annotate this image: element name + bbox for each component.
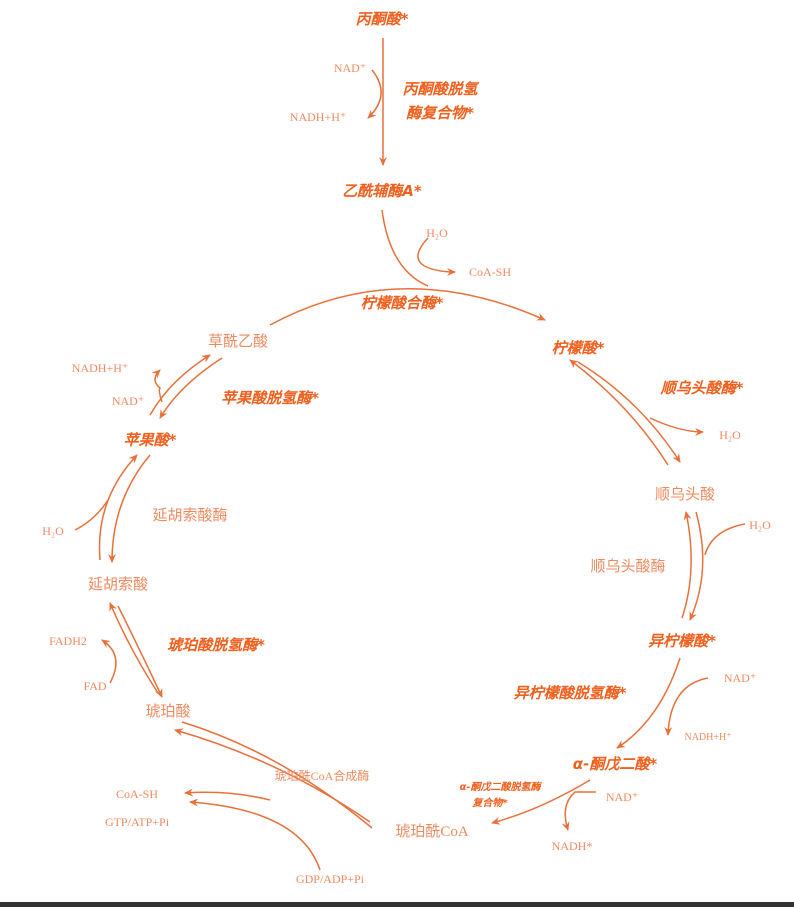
metabolite-acetyl-coa: 乙酰辅酶A* [342, 182, 422, 200]
arrow-fad-to-fadh2 [101, 639, 117, 684]
cofactor-h2o-2: H₂O [719, 428, 741, 442]
cofactor-h2o-3: H₂O [42, 524, 64, 538]
enzyme-akgdh-line2: 复合物* [471, 797, 508, 809]
arrow-oxaloacetate-to-malate [159, 357, 223, 419]
arrow-succinylcoa-to-succinate [174, 728, 371, 823]
arrow-nad-to-nadh-1 [367, 69, 382, 119]
arrow-cisaconitate-to-isocitrate [689, 511, 704, 621]
cofactor-gdp: GDP/ADP+Pi [296, 872, 365, 886]
enzyme-pdh-line2: 酶复合物* [406, 104, 474, 122]
arrow-h2o-in-4 [704, 523, 746, 556]
arrow-akg-to-succinylcoa [491, 779, 591, 825]
arrow-malate-to-fumarate [108, 454, 151, 563]
arrow-fumarate-to-malate [98, 454, 138, 561]
metabolite-succinate: 琥珀酸 [145, 703, 190, 720]
metabolite-alpha-ketoglutarate: α-酮戊二酸* [573, 755, 658, 773]
arrows [74, 38, 746, 871]
arrow-malate-to-oxaloacetate [149, 354, 211, 416]
metabolite-citrate: 柠檬酸* [552, 339, 605, 357]
arrow-acetylcoa-into-cycle [381, 209, 429, 287]
cofactor-nadh-2: NADH+H⁺ [72, 361, 128, 375]
arrow-nad-to-nadh-2 [151, 369, 163, 403]
arrow-succinate-to-succinylcoa [181, 721, 373, 829]
metabolite-oxaloacetate: 草酰乙酸 [208, 333, 268, 350]
metabolite-pyruvate: 丙酮酸* [356, 10, 409, 28]
cofactor-coash-1: CoA-SH [469, 265, 511, 279]
cofactor-nadh-1: NADH+H⁺ [290, 110, 346, 124]
cofactor-nad-1: NAD⁺ [334, 61, 366, 75]
enzyme-fumarase: 延胡索酸酶 [152, 507, 227, 524]
enzyme-malate-dehydrogenase: 苹果酸脱氢酶* [221, 389, 319, 407]
cofactor-nadh-4: NADH* [552, 839, 593, 853]
enzyme-pdh-line1: 丙酮酸脱氢 [402, 80, 479, 98]
arrow-cisaconitate-to-citrate [569, 359, 669, 466]
arrow-nad-to-nadh-3 [664, 677, 709, 736]
arrow-h2o-out-2 [649, 417, 704, 436]
cofactor-nad-3: NAD⁺ [724, 671, 756, 685]
metabolite-isocitrate: 异柠檬酸* [648, 632, 716, 650]
cofactor-gtp: GTP/ATP+Pi [105, 815, 170, 829]
enzyme-succinyl-coa-synthetase: 琥珀酰CoA合成酶 [275, 768, 370, 783]
cofactor-fad: FAD [83, 679, 106, 693]
enzyme-citrate-synthase: 柠檬酸合酶* [361, 294, 444, 312]
cofactor-nad-4: NAD⁺ [606, 790, 638, 804]
cofactor-fadh2: FADH2 [49, 634, 87, 648]
metabolite-malate: 苹果酸* [124, 431, 177, 449]
cofactor-coash-2: CoA-SH [116, 787, 158, 801]
cofactor-nadh-3: NADH+H⁺ [684, 732, 731, 743]
bottom-border [0, 902, 794, 907]
arrow-gdp-to-gtp [189, 798, 321, 871]
arrow-isocitrate-to-cisaconitate [681, 511, 692, 619]
enzyme-aconitase-1: 顺乌头酸酶* [660, 379, 744, 397]
arrow-h2o-to-coash [417, 237, 456, 276]
labels: 丙酮酸* NAD⁺ 丙酮酸脱氢 酶复合物* NADH+H⁺ 乙酰辅酶A* H₂O… [42, 10, 771, 886]
metabolite-cis-aconitate: 顺乌头酸 [655, 486, 715, 503]
cofactor-h2o-4: H₂O [749, 518, 771, 532]
enzyme-succinate-dehydrogenase: 琥珀酸脱氢酶* [167, 636, 265, 654]
cofactor-h2o-1: H₂O [426, 226, 448, 240]
enzyme-akgdh-line1: α-酮戊二酸脱氢酶 [459, 781, 542, 793]
enzyme-isocitrate-dehydrogenase: 异柠檬酸脱氢酶* [514, 684, 627, 702]
arrow-citrate-to-cisaconitate [577, 361, 681, 463]
cofactor-nad-2: NAD⁺ [112, 394, 144, 408]
metabolite-fumarate: 延胡索酸 [88, 576, 148, 593]
arrow-to-coash-2 [184, 788, 271, 801]
metabolite-succinyl-coa: 琥珀酰CoA [395, 823, 469, 840]
enzyme-aconitase-2: 顺乌头酸酶 [590, 558, 665, 575]
arrow-fumarate-to-succinate [117, 605, 163, 698]
arrow-isocitrate-to-akg [616, 657, 681, 749]
arrow-succinate-to-fumarate [109, 602, 159, 694]
arrow-nad-to-nadh-4 [561, 791, 596, 831]
arrow-h2o-in-3 [74, 499, 109, 531]
arrow-oxaloacetate-to-citrate [269, 288, 546, 326]
